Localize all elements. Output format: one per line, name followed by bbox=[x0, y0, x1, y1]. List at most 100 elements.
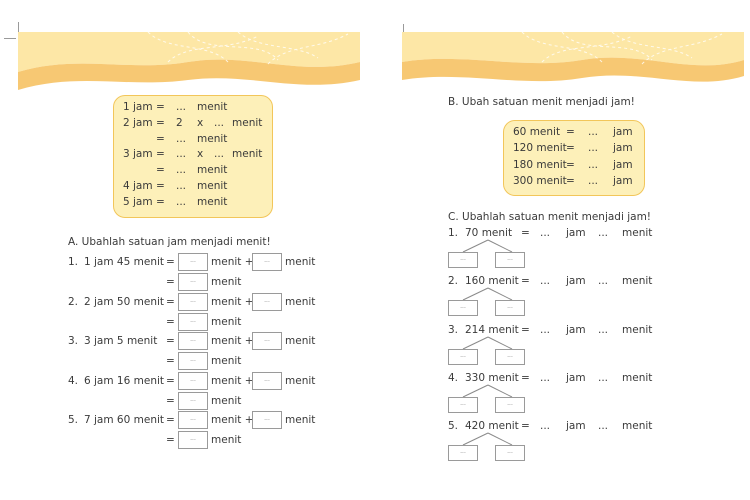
menit-label: menit bbox=[622, 371, 653, 384]
blank-menit[interactable]: ... bbox=[598, 371, 609, 384]
menit-plus-label: menit + bbox=[211, 374, 254, 387]
reference-cell-a: 3 jam bbox=[123, 148, 153, 161]
answer-box-total[interactable]: ... bbox=[178, 431, 208, 450]
menit-plus-label: menit + bbox=[211, 295, 254, 308]
left-header-banner bbox=[18, 32, 360, 90]
answer-box-jam[interactable]: ... bbox=[448, 252, 478, 268]
answer-box-jam[interactable]: ... bbox=[448, 396, 478, 413]
reference-cell-b: ... bbox=[176, 164, 187, 177]
reference-cell-c: menit bbox=[197, 101, 228, 113]
exercise-a-number: 4. bbox=[68, 374, 79, 387]
exercise-a-number: 1. bbox=[68, 256, 79, 268]
branch-line bbox=[462, 336, 489, 350]
split-branch-lines bbox=[462, 384, 513, 398]
equals-sign: = bbox=[166, 295, 175, 308]
answer-box-menit[interactable]: ... bbox=[495, 348, 525, 365]
menit-label: menit bbox=[622, 323, 653, 336]
reference-cell-b: ... bbox=[176, 180, 187, 192]
reference-cell-c: menit bbox=[197, 164, 228, 177]
answer-box-jam[interactable]: ... bbox=[448, 300, 478, 317]
answer-box-menit[interactable]: ... bbox=[252, 371, 282, 390]
menit-label: menit bbox=[285, 414, 316, 427]
reference-cell-d: ... bbox=[214, 116, 225, 129]
conversion-cell-a: 300 menit bbox=[513, 174, 567, 187]
equals-sign: = bbox=[166, 256, 175, 268]
conversion-cell-eq: = bbox=[566, 158, 575, 171]
exercise-a-label: 6 jam 16 menit bbox=[84, 374, 165, 387]
menit-to-jam-reference-box bbox=[503, 120, 645, 196]
answer-box-menit[interactable]: ... bbox=[252, 253, 282, 271]
menit-label: menit bbox=[622, 227, 653, 239]
exercise-a-number: 5. bbox=[68, 414, 79, 427]
reference-cell-a: 5 jam bbox=[123, 195, 153, 208]
menit-label: menit bbox=[285, 295, 316, 308]
branch-line bbox=[487, 384, 513, 398]
exercise-c-number: 5. bbox=[448, 420, 459, 433]
answer-box-total[interactable]: ... bbox=[178, 352, 208, 371]
blank-menit[interactable]: ... bbox=[598, 227, 609, 239]
jam-label: jam bbox=[566, 420, 586, 433]
exercise-a-number: 2. bbox=[68, 295, 79, 308]
blank-jam[interactable]: ... bbox=[540, 371, 551, 384]
answer-box-menit[interactable]: ... bbox=[495, 252, 525, 268]
answer-box-menit[interactable]: ... bbox=[495, 396, 525, 413]
answer-box-total[interactable]: ... bbox=[178, 312, 208, 331]
answer-box-menit[interactable]: ... bbox=[495, 445, 525, 462]
equals-sign: = bbox=[166, 414, 175, 427]
conversion-cell-a: 180 menit bbox=[513, 158, 567, 171]
equals-sign: = bbox=[166, 394, 175, 407]
exercise-c-label: 160 menit bbox=[465, 275, 519, 288]
blank-menit[interactable]: ... bbox=[598, 323, 609, 336]
answer-box-total[interactable]: ... bbox=[178, 273, 208, 291]
crop-mark bbox=[4, 38, 16, 39]
equals-sign: = bbox=[521, 323, 530, 336]
answer-box-menit[interactable]: ... bbox=[178, 411, 208, 430]
menit-label: menit bbox=[211, 315, 242, 328]
answer-box-menit[interactable]: ... bbox=[252, 332, 282, 351]
conversion-cell-a: 60 menit bbox=[513, 126, 561, 138]
crop-mark bbox=[403, 24, 404, 36]
answer-box-total[interactable]: ... bbox=[178, 391, 208, 410]
answer-box-menit[interactable]: ... bbox=[252, 292, 282, 311]
answer-box-menit[interactable]: ... bbox=[178, 292, 208, 311]
reference-cell-e: menit bbox=[232, 116, 263, 129]
reference-cell-c: menit bbox=[197, 132, 228, 145]
branch-line bbox=[487, 432, 513, 446]
menit-label: menit bbox=[211, 355, 242, 368]
exercise-c-number: 3. bbox=[448, 323, 459, 336]
reference-cell-eq: = bbox=[156, 148, 165, 161]
reference-cell-a: 1 jam bbox=[123, 101, 153, 113]
blank-menit[interactable]: ... bbox=[598, 420, 609, 433]
answer-box-menit[interactable]: ... bbox=[178, 253, 208, 271]
conversion-cell-eq: = bbox=[566, 126, 575, 138]
answer-box-jam[interactable]: ... bbox=[448, 348, 478, 365]
blank-jam[interactable]: ... bbox=[540, 420, 551, 433]
menit-label: menit bbox=[211, 394, 242, 407]
reference-cell-b: ... bbox=[176, 195, 187, 208]
reference-cell-c: x bbox=[197, 148, 204, 161]
reference-cell-eq: = bbox=[156, 132, 165, 145]
jam-label: jam bbox=[566, 227, 586, 239]
blank-menit[interactable]: ... bbox=[598, 275, 609, 288]
answer-box-jam[interactable]: ... bbox=[448, 445, 478, 462]
branch-line bbox=[462, 432, 489, 446]
answer-box-menit[interactable]: ... bbox=[178, 371, 208, 390]
blank-jam[interactable]: ... bbox=[540, 275, 551, 288]
exercise-c-label: 214 menit bbox=[465, 323, 519, 336]
answer-box-menit[interactable]: ... bbox=[495, 300, 525, 317]
menit-label: menit bbox=[211, 434, 242, 447]
reference-cell-eq: = bbox=[156, 164, 165, 177]
equals-sign: = bbox=[166, 434, 175, 447]
reference-cell-eq: = bbox=[156, 195, 165, 208]
blank-jam[interactable]: ... bbox=[540, 227, 551, 239]
branch-line bbox=[462, 384, 489, 398]
exercise-a-label: 2 jam 50 menit bbox=[84, 295, 165, 308]
reference-cell-c: menit bbox=[197, 195, 228, 208]
blank-jam[interactable]: ... bbox=[540, 323, 551, 336]
answer-box-menit[interactable]: ... bbox=[252, 411, 282, 430]
menit-label: menit bbox=[285, 335, 316, 348]
exercise-a-label: 1 jam 45 menit bbox=[84, 256, 165, 268]
equals-sign: = bbox=[521, 227, 530, 239]
answer-box-menit[interactable]: ... bbox=[178, 332, 208, 351]
right-header-banner bbox=[402, 32, 744, 82]
